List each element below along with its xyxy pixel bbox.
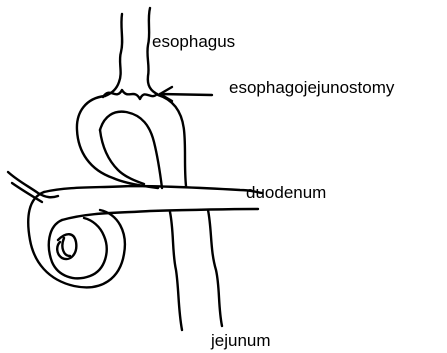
duodenum-label: duodenum <box>246 184 326 201</box>
esophagus-tube <box>105 8 159 96</box>
esophagus-label: esophagus <box>152 33 235 50</box>
jejunum-limb <box>170 210 222 330</box>
jejunal-loop <box>77 95 186 188</box>
duodenum-limb <box>8 172 262 220</box>
esophagojejunostomy-label: esophagojejunostomy <box>229 79 394 96</box>
jejunum-label: jejunum <box>211 332 271 349</box>
curled-loop <box>28 192 125 287</box>
